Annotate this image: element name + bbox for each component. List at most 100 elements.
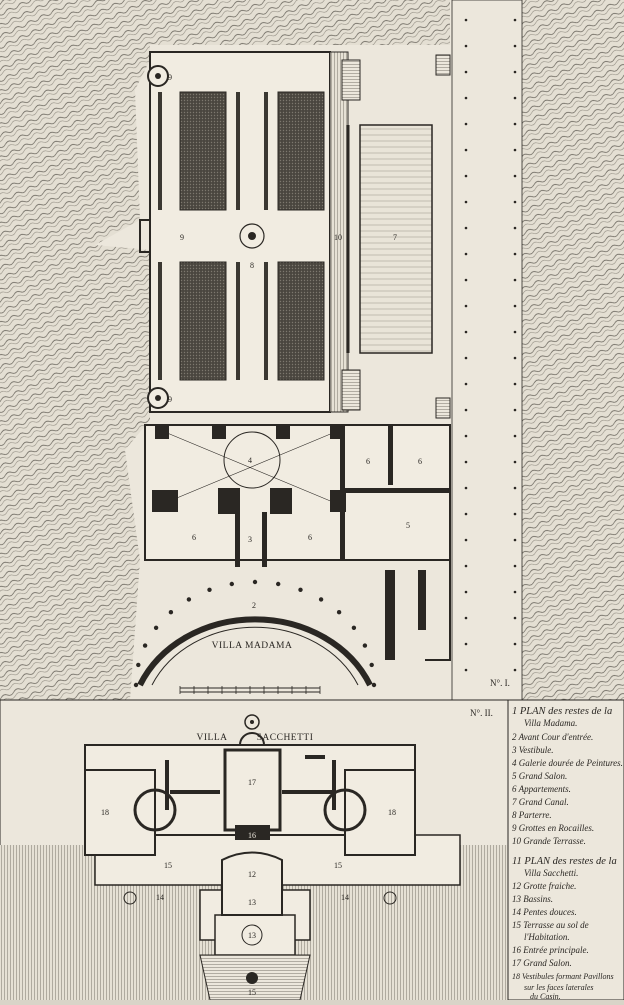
room-number: 9: [168, 395, 172, 404]
room-number: 17: [248, 778, 256, 787]
room-number: 14: [156, 893, 164, 902]
terrace-stairs-south: [341, 369, 361, 411]
room-number: 12: [248, 870, 256, 879]
parterre-bed: [179, 91, 227, 211]
terrace-road-dots: [464, 18, 517, 672]
pavilion-left: [84, 769, 156, 856]
villa-madama-plate: N°. I. VILLA MADAMA 2 3 4 5 6 6 6 6 7 8 …: [0, 0, 624, 701]
legend-item: 6 Appartements.: [512, 784, 571, 794]
ground-right: [460, 845, 508, 1000]
hedge-strip: [236, 262, 240, 380]
pavilion-right: [344, 769, 416, 856]
building-piers: [152, 425, 450, 660]
road-steps-north: [435, 54, 451, 76]
scale-bar: [179, 686, 321, 694]
grotto-south-center: [155, 395, 161, 401]
room-number: 18: [388, 808, 396, 817]
ground-left: [0, 845, 95, 1000]
room-number: 18: [101, 808, 109, 817]
top-rotunda: [244, 714, 260, 730]
terrace-road: [451, 0, 523, 701]
plate-number-1: N°. I.: [490, 678, 510, 688]
legend-item: 10 Grande Terrasse.: [512, 836, 586, 846]
gallery-diagonal: [159, 429, 341, 506]
legend-item: 18 Vestibules formant Pavillons: [512, 972, 614, 981]
room-number: 15: [164, 861, 172, 870]
legend-heading-2-cont: Villa Sacchetti.: [524, 868, 578, 878]
pavilion-right-apse: [323, 788, 367, 832]
plate-number-2: N°. II.: [470, 708, 493, 718]
gallery-dome: [223, 431, 281, 489]
hillside-left: [0, 0, 150, 700]
legend-item: 15 Terrasse au sol de: [512, 920, 589, 930]
villa-sacchetti-plate: N°. II. VILLA SACCHETTI 12 13 13 15 14 1…: [0, 699, 509, 1001]
villa-sacchetti-title-left: VILLA: [197, 733, 228, 743]
legend-item: 16 Entrée principale.: [512, 945, 589, 955]
room-number: 8: [250, 261, 254, 270]
grand-canal: [359, 124, 433, 354]
legend-panel: 1 PLAN des restes de la Villa Madama. 2 …: [507, 699, 624, 1001]
legend-heading-2: 11 PLAN des restes de la: [512, 856, 617, 867]
basin-right: [383, 891, 397, 905]
room-number: 15: [334, 861, 342, 870]
legend-item: 9 Grottes en Rocailles.: [512, 823, 594, 833]
room-number: 3: [248, 535, 252, 544]
main-entrance: [235, 825, 270, 840]
bottom-basin: [246, 972, 258, 984]
grotte-fraiche: [221, 851, 283, 916]
room-number: 7: [393, 233, 397, 242]
road-steps-south: [435, 397, 451, 419]
room-number: 6: [366, 457, 370, 466]
room-number: 14: [341, 893, 349, 902]
legend-heading-1: 1 PLAN des restes de la: [512, 706, 612, 717]
legend-heading-1-cont: Villa Madama.: [524, 718, 577, 728]
forecourt-exedra: [137, 616, 373, 687]
legend-item: 5 Grand Salon.: [512, 771, 567, 781]
legend-item: 12 Grotte fraiche.: [512, 881, 576, 891]
legend-item: 7 Grand Canal.: [512, 797, 569, 807]
top-apse: [239, 732, 265, 746]
pavilion-left-apse: [133, 788, 177, 832]
room-number: 6: [418, 457, 422, 466]
hillside-top: [150, 0, 450, 45]
parterre-bed: [277, 261, 325, 381]
legend-item: sur les faces laterales: [524, 983, 594, 992]
legend-item: 8 Parterre.: [512, 810, 552, 820]
hedge-strip: [158, 262, 162, 380]
legend-box: [507, 699, 624, 1001]
central-fountain: [239, 223, 265, 249]
room-number: 5: [406, 521, 410, 530]
forecourt-exedra-inner: [151, 626, 359, 686]
legend-item: 4 Galerie dourée de Peintures.: [512, 758, 623, 768]
lower-annex: [310, 559, 451, 661]
hillside-right: [522, 0, 624, 700]
top-rotunda-center: [250, 720, 254, 724]
parterre-bed: [277, 91, 325, 211]
legend-item: l'Habitation.: [524, 932, 570, 942]
villa-sacchetti-title-right: SACCHETTI: [257, 733, 314, 743]
room-number: 2: [252, 601, 256, 610]
legend-item: 17 Grand Salon.: [512, 958, 572, 968]
exedra-column-dots: [133, 579, 377, 688]
terrace-stairs-north: [341, 59, 361, 101]
hedge-strip: [236, 92, 240, 210]
room-number: 13: [248, 931, 256, 940]
basin-left: [123, 891, 137, 905]
room-number: 9: [168, 73, 172, 82]
room-number: 6: [308, 533, 312, 542]
casino-walls: [165, 755, 336, 810]
room-number: 9: [180, 233, 184, 242]
hedge-strip: [264, 262, 268, 380]
room-number: 4: [248, 456, 252, 465]
hedge-strip: [158, 92, 162, 210]
grotto-north-center: [155, 73, 161, 79]
room-number: 10: [334, 233, 342, 242]
parterre-bed: [179, 261, 227, 381]
legend-item: 3 Vestibule.: [511, 745, 554, 755]
hedge-strip: [264, 92, 268, 210]
lower-basin: [241, 924, 263, 946]
legend-item: 2 Avant Cour d'entrée.: [512, 732, 593, 742]
room-number: 16: [248, 831, 256, 840]
